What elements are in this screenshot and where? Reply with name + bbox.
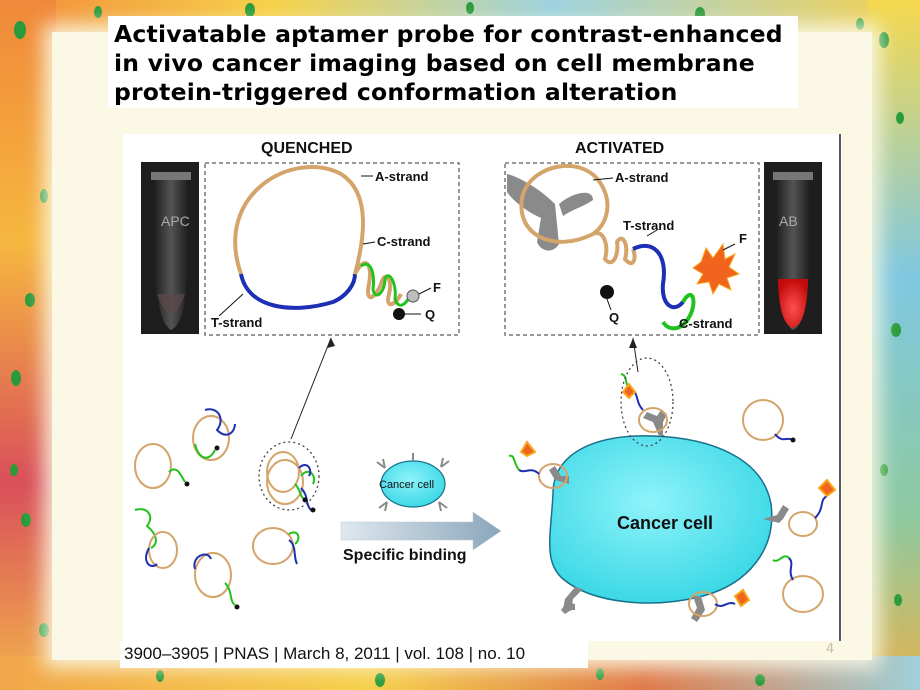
- slide-title: Activatable aptamer probe for contrast-e…: [114, 20, 783, 106]
- quenched-header: QUENCHED: [261, 140, 353, 157]
- citation-text: 3900–3905 | PNAS | March 8, 2011 | vol. …: [124, 644, 526, 663]
- citation-bar: 3900–3905 | PNAS | March 8, 2011 | vol. …: [120, 641, 588, 668]
- quenched-q-label: Q: [425, 307, 435, 322]
- quenched-panel: A-strand C-strand F Q T-strand: [204, 162, 460, 336]
- quenched-pointer-arrow: [290, 337, 332, 440]
- specific-binding-arrow: Specific binding: [340, 511, 502, 564]
- free-probe: [192, 415, 230, 461]
- activated-a-strand-label: A-strand: [615, 170, 669, 185]
- free-probe-group: [134, 408, 316, 610]
- figure-svg: QUENCHED ACTIVATED APC AB: [134, 134, 841, 641]
- activated-c-strand-label: C-strand: [679, 316, 733, 331]
- activated-tube-photo: AB: [764, 162, 822, 334]
- free-probe: [266, 459, 316, 513]
- quenched-f-label: F: [433, 280, 441, 295]
- free-probe: [193, 552, 240, 610]
- quenched-t-strand-label: T-strand: [211, 315, 262, 330]
- activated-header: ACTIVATED: [575, 140, 664, 157]
- activated-tube-label: AB: [779, 213, 798, 229]
- large-cancer-cell: Cancer cell: [508, 357, 837, 622]
- free-probe: [204, 408, 236, 436]
- activated-t-strand-label: T-strand: [623, 218, 674, 233]
- small-cancer-cell: Cancer cell: [376, 453, 450, 512]
- slide-title-box: Activatable aptamer probe for contrast-e…: [108, 16, 798, 108]
- quenched-a-strand-label: A-strand: [375, 169, 429, 184]
- free-probe: [134, 443, 190, 489]
- large-cancer-cell-label: Cancer cell: [617, 513, 713, 533]
- activated-panel: A-strand T-strand F Q C-strand: [504, 162, 760, 336]
- free-probe: [134, 508, 178, 569]
- quenched-tube-label: APC: [161, 213, 190, 229]
- specific-binding-label: Specific binding: [343, 547, 467, 564]
- page-number: 4: [826, 642, 835, 657]
- quenched-tube-photo: APC: [141, 162, 199, 334]
- activated-q-label: Q: [609, 310, 619, 325]
- free-probe: [252, 527, 300, 565]
- scientific-figure: QUENCHED ACTIVATED APC AB: [123, 134, 842, 641]
- highlight-circle: [258, 441, 320, 511]
- small-cancer-cell-label: Cancer cell: [379, 479, 434, 491]
- activated-f-label: F: [739, 231, 747, 246]
- quenched-c-strand-label: C-strand: [377, 234, 431, 249]
